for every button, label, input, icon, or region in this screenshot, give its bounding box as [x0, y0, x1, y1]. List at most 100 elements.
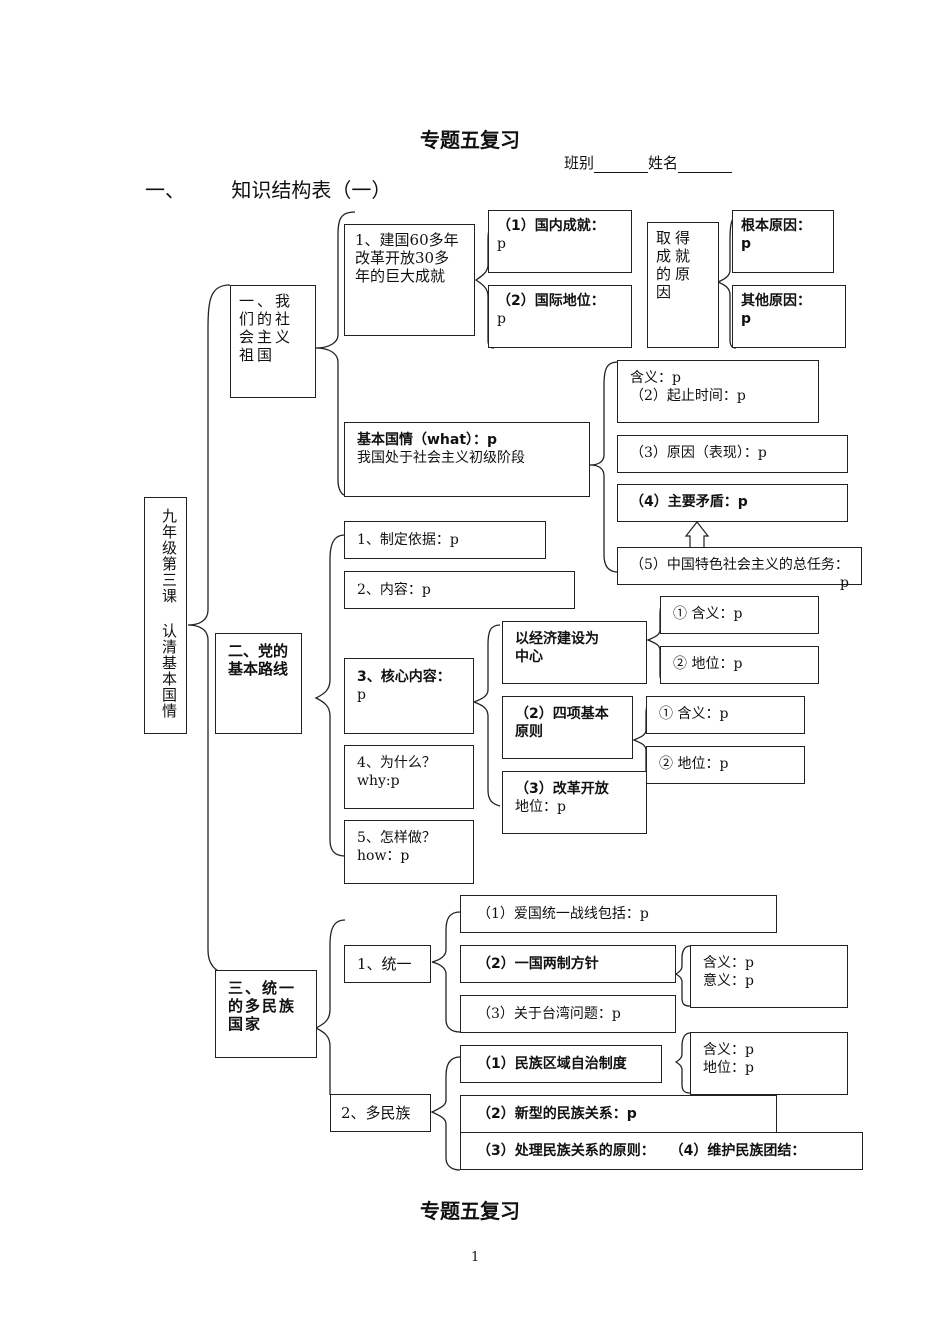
cause-label: （3）原因（表现）： [630, 445, 758, 461]
one-country-node: （2）一国两制方针 [460, 945, 676, 983]
section-heading: 一、 知识结构表（一） [145, 174, 391, 203]
fundamental-reason-node: 根本原因： p [732, 210, 834, 273]
principles-solidarity-node: （3）处理民族关系的原则： （4）维护民族团结： [460, 1132, 863, 1170]
center-meaning-node: ① 含义：p [660, 596, 819, 634]
one-country: （2）一国两制方针 [477, 956, 599, 972]
core-brace [472, 624, 501, 807]
autonomy-brace [674, 1032, 691, 1094]
achievements-node: 1、建国60多年改革开放30多年的巨大成就 [344, 224, 475, 336]
principles-meaning-node: ① 含义：p [646, 696, 805, 734]
part3-brace [314, 919, 346, 1095]
period-label: （2）起止时间： [630, 388, 737, 404]
one-country-meaning[interactable]: 含义：p [703, 955, 754, 971]
class-label: 班别 [564, 154, 595, 172]
basis-node: 1、制定依据：p [344, 521, 546, 559]
general-task-value[interactable]: p [840, 575, 849, 591]
name-blank[interactable] [678, 158, 733, 173]
taiwan[interactable]: （3）关于台湾问题：p [477, 1006, 621, 1022]
content-label: 2、内容： [357, 582, 422, 598]
relations[interactable]: （2）新型的民族关系：p [477, 1106, 637, 1122]
reform-label: （3）改革开放 [515, 781, 609, 797]
unity-node: 1、统一 [344, 945, 431, 983]
root-topic: 九年级第三课 认清基本国情 [144, 497, 187, 734]
other-reasons-node: 其他原因： p [732, 285, 846, 348]
class-name-fields: 班别 姓名 [564, 152, 733, 173]
meaning-label: 含义： [630, 370, 672, 386]
center-status-node: ② 地位：p [660, 646, 819, 684]
name-label: 姓名 [648, 154, 679, 172]
domestic-value[interactable]: p [497, 236, 506, 252]
domestic-node: （1）国内成就： p [488, 210, 632, 273]
part2-brace [314, 534, 346, 857]
part1-brace [315, 211, 356, 496]
basic-condition-node: 基本国情（what）：p 我国处于社会主义初级阶段 [344, 422, 590, 497]
content-value[interactable]: p [421, 582, 431, 598]
footer-title: 专题五复习 [420, 1199, 520, 1223]
ethnic-principles[interactable]: （3）处理民族关系的原则： [477, 1143, 655, 1159]
center-meaning[interactable]: ① 含义：p [673, 606, 743, 622]
ethnic-solidarity[interactable]: （4）维护民族团结： [669, 1143, 806, 1159]
basis-value[interactable]: p [449, 532, 459, 548]
international-label: （2）国际地位： [497, 293, 605, 309]
how-value[interactable]: how：p [357, 848, 410, 864]
reform-node: （3）改革开放 地位：p [502, 771, 647, 834]
how-label: 5、怎样做？ [357, 830, 436, 846]
reasons-node: 取得成就的原因 [647, 222, 719, 348]
why-value[interactable]: why:p [357, 773, 400, 789]
content-node: 2、内容：p [344, 571, 575, 609]
fundamental-reason-label: 根本原因： [741, 218, 811, 234]
autonomy: （1）民族区域自治制度 [477, 1056, 627, 1072]
page-number: 1 [471, 1250, 480, 1265]
root-brace [187, 284, 231, 976]
core-node: 3、核心内容： p [344, 658, 474, 734]
condition-brace [589, 361, 619, 573]
principles-label: （2）四项基本原则 [515, 706, 609, 740]
one-country-significance[interactable]: 意义：p [703, 973, 754, 989]
ethnic-label: 2、多民族 [341, 1104, 411, 1122]
part1-node: 一、我们的社会主义祖国 [230, 285, 316, 398]
united-front[interactable]: （1）爱国统一战线包括：p [477, 906, 649, 922]
autonomy-meaning[interactable]: 含义：p [703, 1042, 754, 1058]
center-label: 以经济建设为中心 [515, 631, 599, 665]
meaning-value[interactable]: p [672, 370, 681, 386]
why-node: 4、为什么？ why:p [344, 745, 474, 809]
achievements-label: 1、建国60多年改革开放30多年的巨大成就 [355, 231, 459, 285]
part3-label: 三、统一的多民族国家 [228, 979, 297, 1033]
basic-condition-sub: 我国处于社会主义初级阶段 [357, 450, 525, 466]
one-country-detail-node: 含义：p 意义：p [690, 945, 848, 1008]
international-node: （2）国际地位： p [488, 285, 632, 348]
main-contradiction-label: （4）主要矛盾： [630, 494, 738, 510]
autonomy-node: （1）民族区域自治制度 [460, 1045, 662, 1083]
center-status[interactable]: ② 地位：p [673, 656, 743, 672]
international-value[interactable]: p [497, 311, 506, 327]
why-label: 4、为什么？ [357, 755, 436, 771]
up-arrow-icon [684, 521, 710, 549]
cause-value[interactable]: p [757, 445, 767, 461]
section-title: 知识结构表（一） [231, 178, 392, 202]
general-task-node: （5）中国特色社会主义的总任务： p [617, 547, 862, 591]
ethnic-node: 2、多民族 [330, 1094, 431, 1132]
part3-node: 三、统一的多民族国家 [215, 970, 317, 1058]
period-value[interactable]: p [736, 388, 746, 404]
basis-label: 1、制定依据： [357, 532, 450, 548]
ethnic-brace [430, 1056, 461, 1171]
united-front-node: （1）爱国统一战线包括：p [460, 895, 777, 933]
principles-status-node: ② 地位：p [646, 746, 805, 784]
core-value[interactable]: p [357, 687, 366, 703]
reform-status[interactable]: 地位：p [515, 799, 566, 815]
class-blank[interactable] [594, 158, 649, 173]
other-reasons-value[interactable]: p [741, 311, 752, 327]
taiwan-node: （3）关于台湾问题：p [460, 995, 676, 1033]
principles-status[interactable]: ② 地位：p [659, 756, 729, 772]
root-label: 九年级第三课 认清基本国情 [160, 508, 178, 719]
general-task-label: （5）中国特色社会主义的总任务： [630, 557, 849, 573]
main-contradiction-node: （4）主要矛盾：p [617, 484, 848, 522]
autonomy-status[interactable]: 地位：p [703, 1060, 754, 1076]
part2-label: 二、党的基本路线 [228, 642, 289, 678]
part1-label: 一、我们的社会主义祖国 [239, 292, 294, 364]
basic-condition-value[interactable]: p [487, 432, 498, 448]
main-contradiction-value[interactable]: p [737, 494, 748, 510]
reasons-label: 取得成就的原因 [656, 229, 695, 301]
principles-meaning[interactable]: ① 含义：p [659, 706, 729, 722]
fundamental-reason-value[interactable]: p [741, 236, 752, 252]
